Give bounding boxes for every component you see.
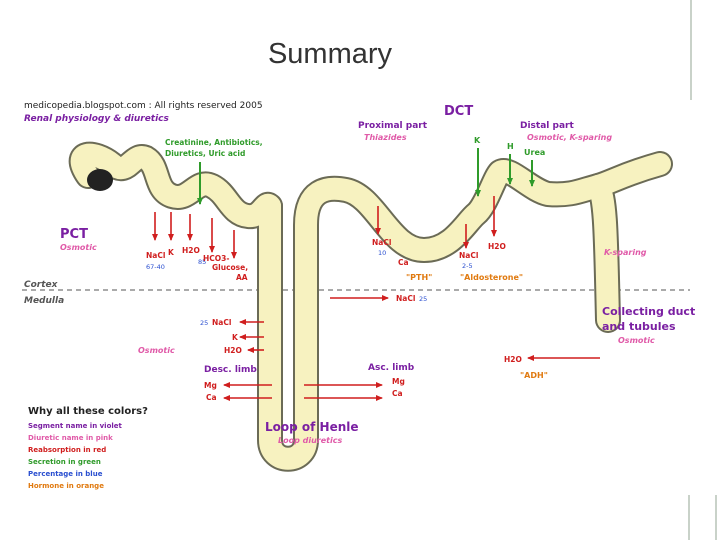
pct-h2o-label: H2O xyxy=(182,246,200,255)
pct-k-label: K xyxy=(168,248,175,257)
pct-label: PCT xyxy=(60,227,88,242)
desc-k-label: K xyxy=(232,333,239,342)
dct-nacl-2-percentage: 2-5 xyxy=(462,262,473,270)
frame-border-right xyxy=(690,0,692,100)
desc-nacl-label: NaCl xyxy=(212,318,231,327)
asc-ca-label: Ca xyxy=(392,389,403,398)
pct-h2o-percentage: 85 xyxy=(198,258,206,266)
pct-hco3-label: HCO3- xyxy=(203,254,230,263)
source-credit: medicopedia.blogspot.com : All rights re… xyxy=(24,101,263,111)
tubules-label: and tubules xyxy=(602,320,676,333)
medulla-nacl-label: NaCl xyxy=(396,294,415,303)
dct-nacl-1-percentage: 10 xyxy=(378,249,386,257)
legend-item: Secretion in green xyxy=(28,458,101,466)
pct-glucose-label: Glucose, xyxy=(212,263,248,272)
collect-h2o-label: H2O xyxy=(504,355,522,364)
desc-h2o-label: H2O xyxy=(224,346,242,355)
dct-urea-secretion-label: Urea xyxy=(524,148,545,157)
pct-secretion-label-2: Diuretics, Uric acid xyxy=(165,149,245,158)
distal-diuretic-label: Osmotic, K-sparing xyxy=(527,133,612,142)
desc-nacl-percentage: 25 xyxy=(200,319,208,327)
tubule-fill xyxy=(70,143,671,470)
adh-label: "ADH" xyxy=(520,371,548,380)
pct-aa-label: AA xyxy=(236,273,248,282)
pct-nacl-percentage: 67-40 xyxy=(146,263,165,271)
legend-item: Diuretic name in pink xyxy=(28,434,113,442)
desc-ca-label: Ca xyxy=(206,393,217,402)
color-legend: Why all these colors? Segment name in vi… xyxy=(28,406,148,490)
pct-secretion-label-1: Creatinine, Antibiotics, xyxy=(165,138,263,147)
frame-border-left xyxy=(688,495,690,540)
legend-item: Hormone in orange xyxy=(28,482,104,490)
dct-nacl-2-label: NaCl xyxy=(459,251,478,260)
loop-diuretic-label: Loop diuretics xyxy=(278,436,342,445)
thiazides-label: Thiazides xyxy=(364,133,407,142)
loop-of-henle-label: Loop of Henle xyxy=(265,420,359,434)
legend-item: Reabsorption in red xyxy=(28,446,106,454)
legend-item: Percentage in blue xyxy=(28,470,103,478)
k-sparing-label: K-sparing xyxy=(604,248,647,257)
legend-title: Why all these colors? xyxy=(28,406,148,417)
dct-ca-label: Ca xyxy=(398,258,409,267)
asc-mg-label: Mg xyxy=(392,377,405,386)
proximal-part-label: Proximal part xyxy=(358,121,428,131)
collecting-duct-label: Collecting duct xyxy=(602,305,695,318)
pct-nacl-label: NaCl xyxy=(146,251,165,260)
bowmans-capsule xyxy=(87,169,113,191)
legend-item: Segment name in violet xyxy=(28,422,123,430)
desc-limb-label: Desc. limb xyxy=(204,365,257,375)
dct-nacl-1-label: NaCl xyxy=(372,238,391,247)
medulla-label: Medulla xyxy=(24,296,64,306)
cortex-label: Cortex xyxy=(24,280,59,290)
distal-part-label: Distal part xyxy=(520,121,574,131)
slide-title: Summary xyxy=(267,38,393,70)
desc-mg-label: Mg xyxy=(204,381,217,390)
subject-title: Renal physiology & diuretics xyxy=(24,114,170,124)
dct-h-secretion-label: H xyxy=(507,142,514,151)
pth-label: "PTH" xyxy=(406,273,432,282)
dct-k-secretion-label: K xyxy=(474,136,481,145)
dct-h2o-label: H2O xyxy=(488,242,506,251)
asc-limb-label: Asc. limb xyxy=(368,363,415,373)
frame-border-right-2 xyxy=(715,495,717,540)
pct-diuretic-label: Osmotic xyxy=(60,243,97,252)
aldosterone-label: "Aldosterone" xyxy=(460,273,523,282)
medulla-diuretic-label: Osmotic xyxy=(138,346,175,355)
dct-label: DCT xyxy=(444,104,473,119)
medulla-nacl-percentage: 25 xyxy=(419,295,427,303)
collecting-diuretic-label: Osmotic xyxy=(618,336,655,345)
